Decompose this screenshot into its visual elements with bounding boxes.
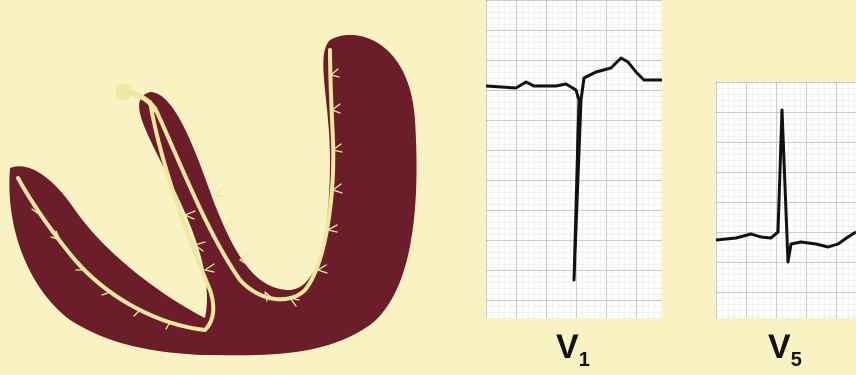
ventricle-illustration	[0, 0, 470, 375]
lead-sub-v1: 1	[579, 349, 590, 371]
ecg-grid-v5	[716, 82, 856, 318]
ecg-strip-v5	[716, 82, 856, 318]
ecg-grid-v1	[486, 0, 662, 318]
lead-sub-v5: 5	[791, 349, 802, 371]
lead-name-v5: V	[768, 328, 791, 366]
lead-label-v1: V1	[556, 330, 590, 370]
ecg-strip-v1	[486, 0, 662, 318]
lead-label-v5: V5	[768, 330, 802, 370]
av-node	[116, 84, 132, 100]
lead-name-v1: V	[556, 328, 579, 366]
